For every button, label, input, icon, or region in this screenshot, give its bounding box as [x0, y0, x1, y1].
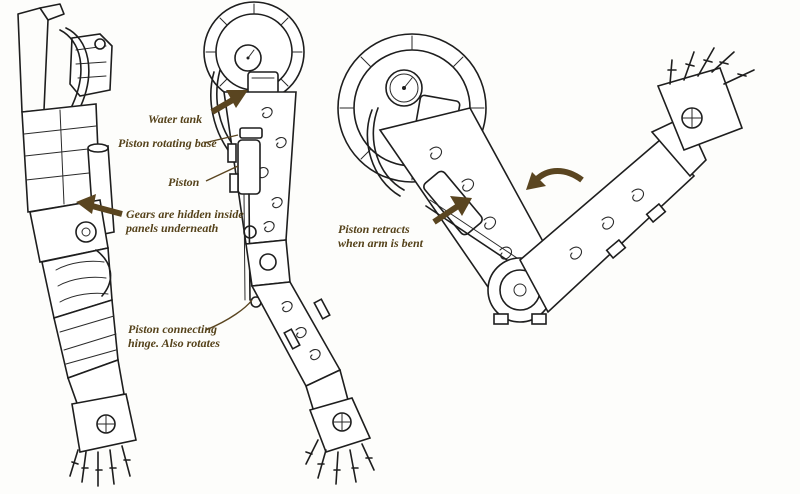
label-piston-hinge-line1: Piston connecting	[128, 322, 218, 336]
arm-front-view	[203, 1, 375, 485]
annotation-arrows	[76, 90, 584, 331]
label-piston-retracts-line2: when arm is bent	[338, 236, 424, 250]
label-gears-line2: panels underneath	[126, 221, 219, 235]
label-piston: Piston	[168, 175, 200, 189]
label-water-tank: Water tank	[148, 112, 203, 126]
label-piston-rotating-base: Piston rotating base	[118, 136, 217, 150]
label-piston-hinge: Piston connecting hinge. Also rotates	[128, 322, 220, 350]
label-piston-hinge-line2: hinge. Also rotates	[128, 336, 220, 350]
label-piston-retracts-line1: Piston retracts	[338, 222, 410, 236]
arm-side-view	[17, 3, 137, 487]
label-piston-retracts: Piston retracts when arm is bent	[338, 222, 423, 250]
label-gears-hidden: Gears are hidden inside panels underneat…	[126, 207, 244, 235]
label-gears-line1: Gears are hidden inside	[126, 207, 244, 221]
arm-bent-view	[337, 33, 755, 325]
